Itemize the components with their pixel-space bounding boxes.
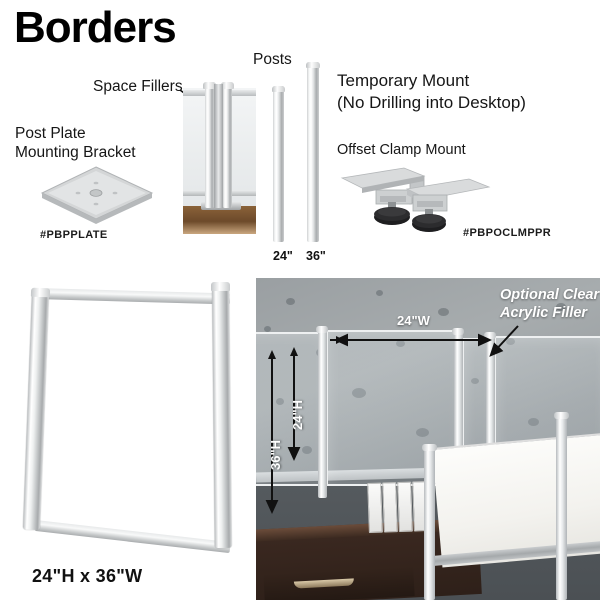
space-fillers-label: Space Fillers	[93, 78, 183, 95]
acrylic-filler-annotation-line2: Acrylic Filler	[500, 305, 588, 321]
temporary-mount-heading-line2: (No Drilling into Desktop)	[337, 93, 526, 112]
space-filler-post-left	[205, 82, 214, 208]
post-36-cap	[306, 62, 320, 68]
acrylic-filler-annotation: Optional Clear Acrylic Filler	[500, 286, 599, 322]
temporary-mount-heading: Temporary Mount (No Drilling into Deskto…	[337, 70, 526, 114]
acrylic-filler-arrow	[489, 325, 519, 357]
post-size-24-label: 24"	[273, 249, 293, 263]
offset-clamp-mount-image-right	[405, 178, 491, 232]
books-prop	[367, 481, 431, 534]
post-24-cap	[272, 86, 285, 92]
panel-product-image	[12, 280, 244, 565]
post-plate-label-line1: Post Plate	[15, 125, 86, 142]
post-plate-sku: #PBPPLATE	[40, 229, 108, 241]
temporary-mount-heading-line1: Temporary Mount	[337, 71, 470, 90]
acrylic-filler-annotation-line1: Optional Clear	[500, 287, 600, 303]
post-plate-label-group: Post Plate Mounting Bracket	[15, 124, 136, 162]
posts-label: Posts	[253, 51, 292, 68]
post-plate-image	[40, 166, 154, 224]
space-fillers-image	[183, 82, 256, 234]
post-size-36-label: 36"	[306, 249, 326, 263]
post-36-image	[307, 62, 319, 242]
offset-clamp-mount-sku: #PBPOCLMPPR	[463, 227, 552, 239]
dimension-arrow-24h	[287, 347, 301, 461]
offset-clamp-mount-image-left	[340, 167, 426, 225]
dimension-arrow-36h	[265, 350, 279, 514]
dimension-label-24w: 24"W	[397, 313, 430, 328]
dimension-arrow-24w	[330, 333, 492, 347]
space-filler-post-right	[223, 82, 232, 208]
panel-product-caption: 24"H x 36"W	[32, 566, 143, 586]
page-title: Borders	[14, 3, 177, 52]
dimension-label-36h: 36"H	[268, 439, 283, 470]
dimension-label-24h: 24"H	[290, 399, 305, 430]
post-24-image	[273, 86, 284, 242]
post-plate-label-line2: Mounting Bracket	[15, 144, 136, 161]
offset-clamp-mount-label: Offset Clamp Mount	[337, 142, 466, 158]
